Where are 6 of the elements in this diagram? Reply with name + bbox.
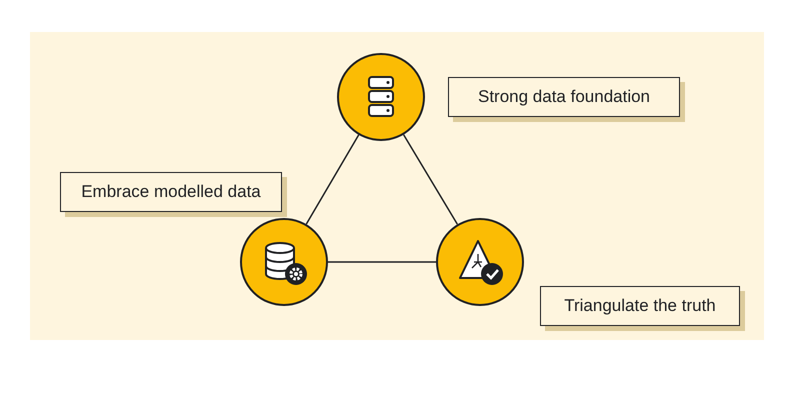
connector-line bbox=[306, 134, 360, 224]
connector-line bbox=[328, 261, 436, 263]
label-text: Strong data foundation bbox=[478, 87, 650, 107]
label-text: Embrace modelled data bbox=[81, 182, 261, 202]
connector-line bbox=[403, 134, 458, 225]
label-text: Triangulate the truth bbox=[564, 296, 716, 316]
